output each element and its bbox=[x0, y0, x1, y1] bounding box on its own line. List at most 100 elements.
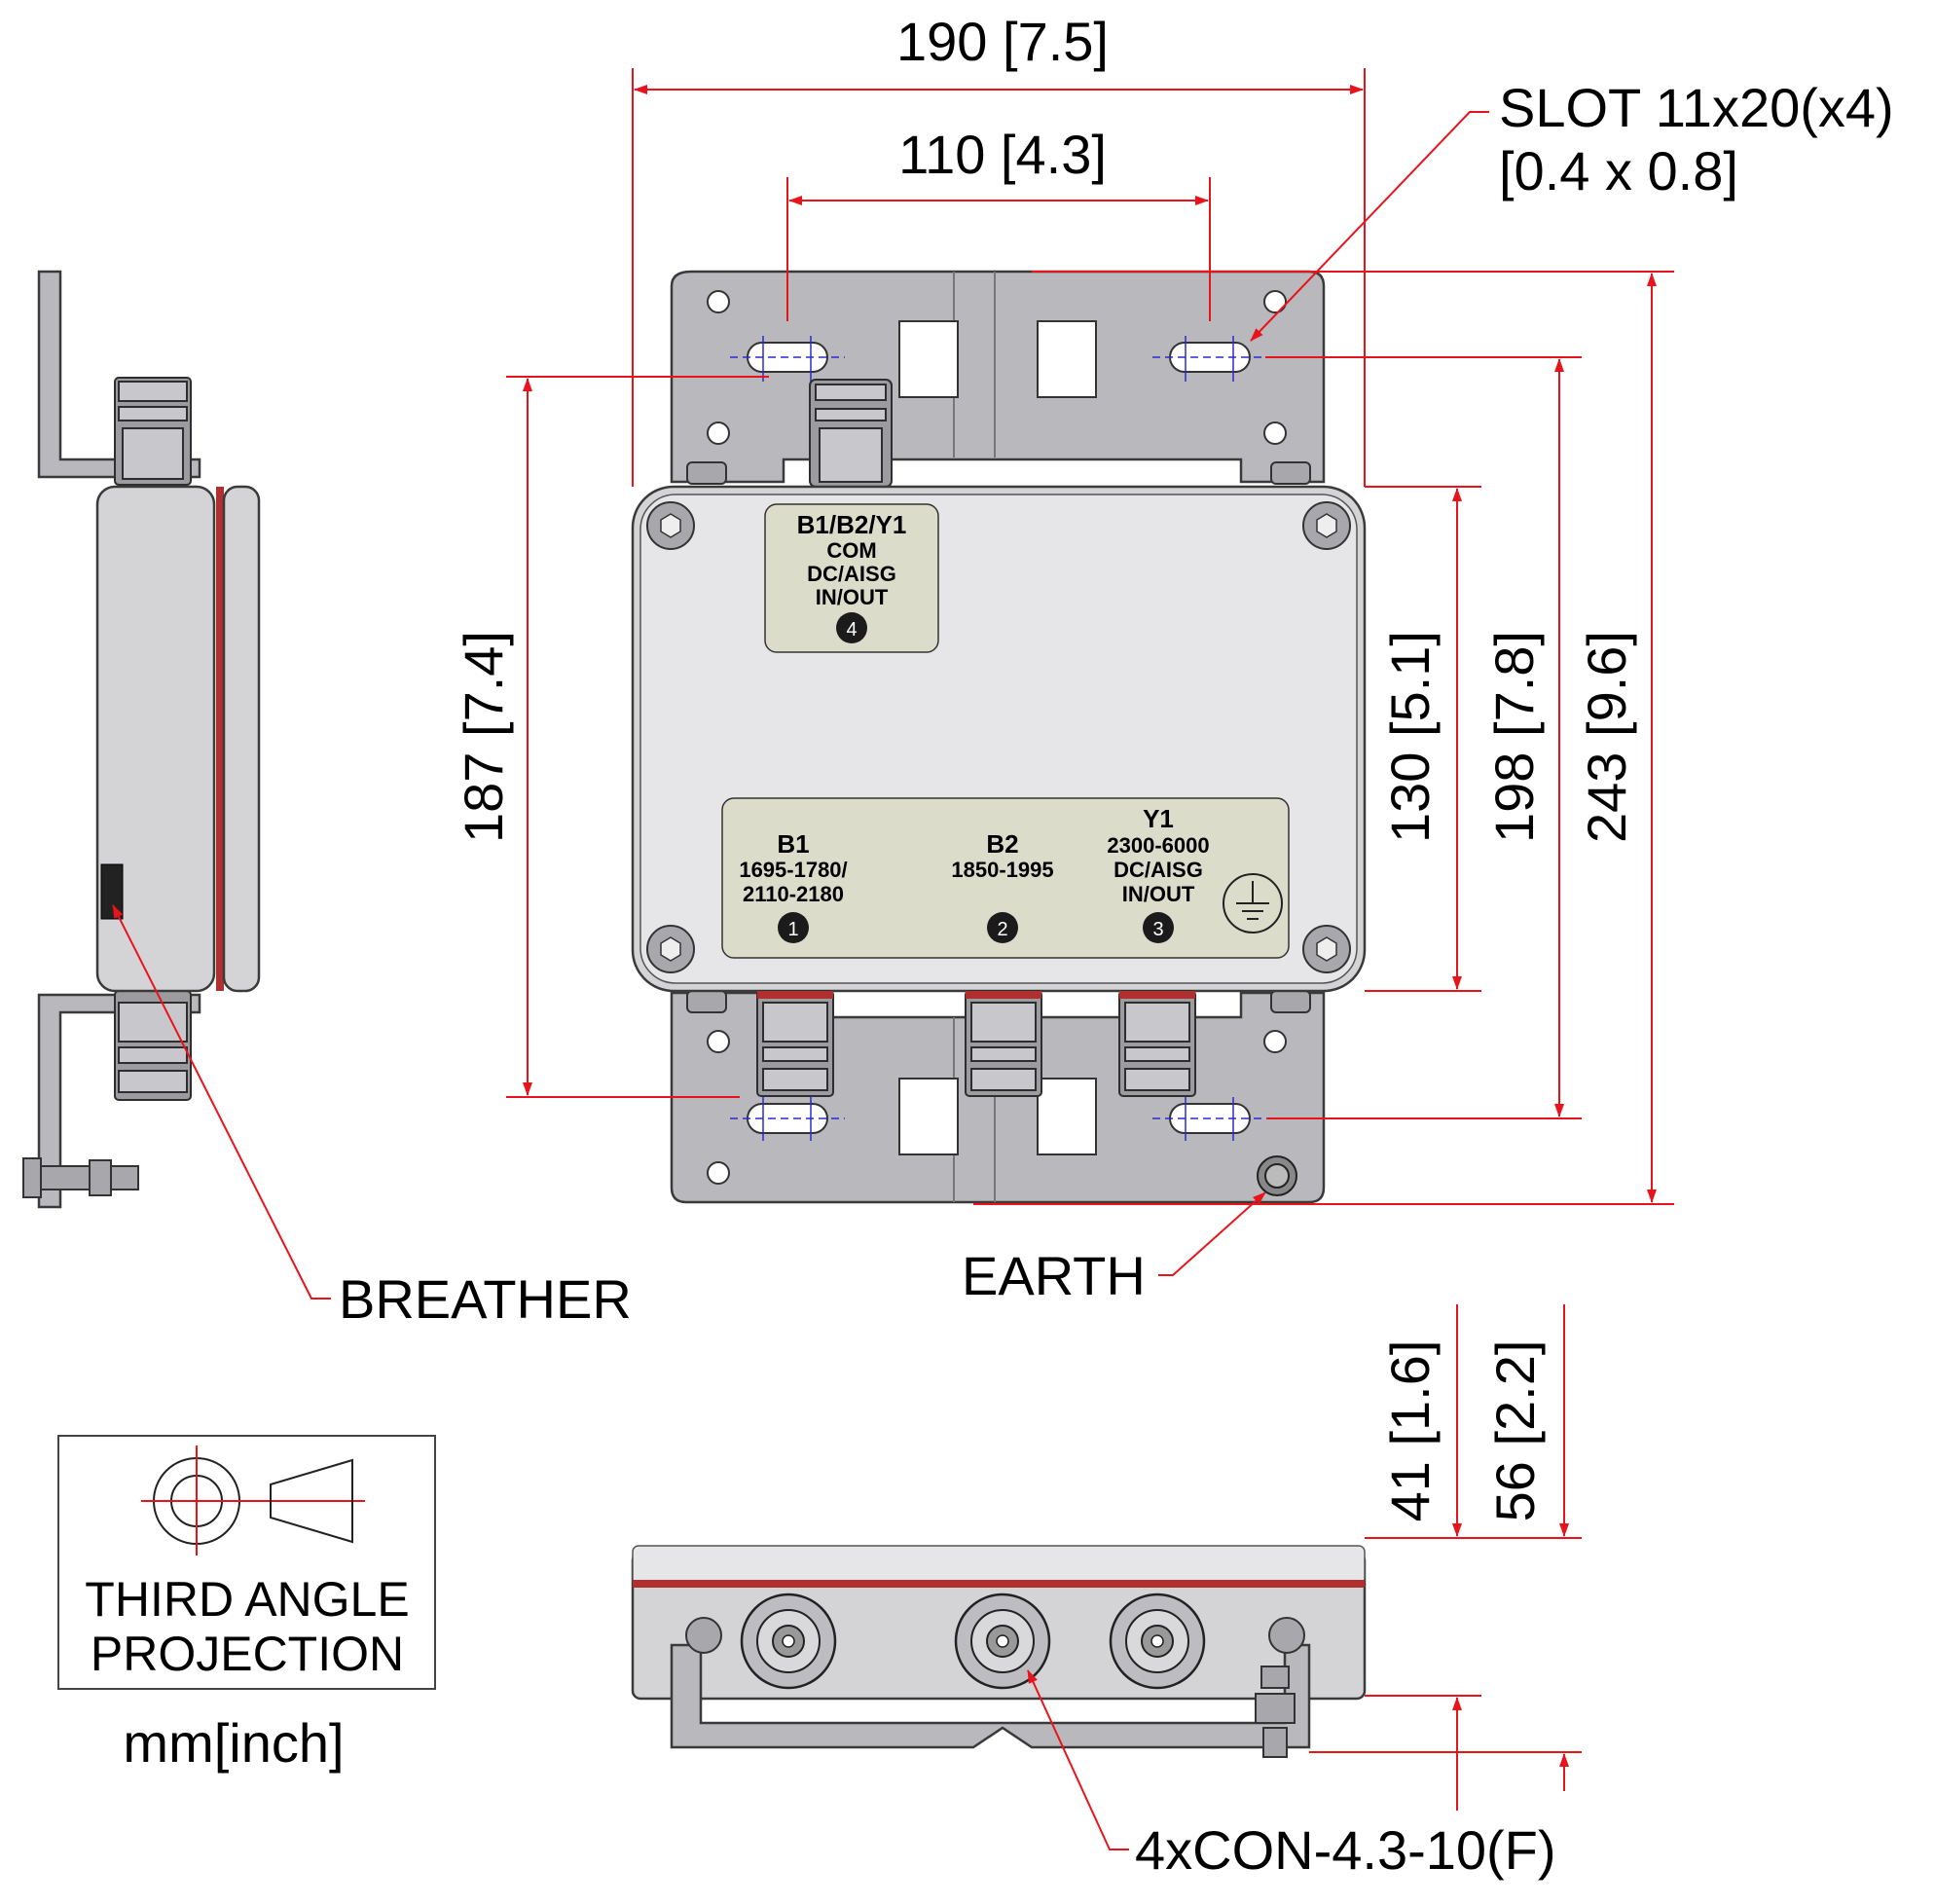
dimension-198: 198 [7.8] bbox=[1265, 356, 1582, 1119]
bottom-seal bbox=[633, 1580, 1365, 1588]
port-y1-number: 3 bbox=[1152, 919, 1163, 940]
side-connector-top bbox=[114, 377, 192, 486]
bottom-connector-face bbox=[1109, 1593, 1206, 1690]
dim-overall-width: 190 [7.5] bbox=[896, 11, 1109, 72]
side-bracket-top bbox=[37, 270, 201, 479]
bracket-cutout bbox=[898, 320, 959, 398]
bottom-bracket-profile bbox=[670, 1643, 1311, 1749]
projection-line2: PROJECTION bbox=[91, 1627, 404, 1681]
dimension-243: 243 [9.6] bbox=[973, 271, 1674, 1205]
bracket-bolt bbox=[1270, 461, 1311, 485]
bracket-hole bbox=[707, 1161, 730, 1185]
side-seal bbox=[216, 487, 224, 991]
com-label-line2: COM bbox=[826, 538, 876, 563]
com-label-line3: DC/AISG bbox=[807, 562, 896, 586]
projection-line1: THIRD ANGLE bbox=[85, 1572, 409, 1627]
bracket-cutout bbox=[1037, 320, 1097, 398]
corner-screw bbox=[646, 501, 695, 550]
bracket-bolt bbox=[686, 990, 727, 1013]
connector-callout-label: 4xCON-4.3-10(F) bbox=[1135, 1819, 1556, 1881]
earth-stud bbox=[1257, 1155, 1297, 1196]
corner-screw bbox=[646, 925, 695, 973]
port-connector bbox=[965, 990, 1042, 1097]
earth-callout: EARTH bbox=[962, 1191, 1266, 1306]
port-b1-name: B1 bbox=[777, 829, 809, 859]
bracket-hole bbox=[1263, 290, 1287, 313]
dim-overall-height: 243 [9.6] bbox=[1576, 631, 1637, 843]
port-y1-extra1: DC/AISG bbox=[1114, 858, 1203, 882]
third-angle-projection-icon bbox=[141, 1446, 365, 1556]
dim-box-height: 130 [5.1] bbox=[1379, 631, 1441, 843]
bracket-hole bbox=[1263, 421, 1287, 445]
dim-slot-spacing: 110 [4.3] bbox=[898, 124, 1107, 185]
com-label-line1: B1/B2/Y1 bbox=[797, 510, 907, 539]
projection-box: THIRD ANGLE PROJECTION bbox=[57, 1435, 436, 1690]
top-bracket bbox=[670, 270, 1326, 484]
com-label-line4: IN/OUT bbox=[816, 585, 889, 609]
bracket-cutout bbox=[898, 1078, 959, 1155]
dimension-187: 187 [7.4] bbox=[453, 376, 769, 1098]
corner-screw bbox=[1302, 925, 1351, 973]
breather-callout-label: BREATHER bbox=[339, 1268, 632, 1330]
port-b1-number: 1 bbox=[787, 919, 798, 940]
dimension-41: 41 [1.6] bbox=[1365, 1304, 1481, 1811]
port-y1-freq1: 2300-6000 bbox=[1107, 833, 1209, 858]
side-lid bbox=[222, 485, 261, 993]
side-view bbox=[22, 270, 261, 1209]
bottom-lid bbox=[632, 1545, 1366, 1586]
port-b1-freq2: 2110-2180 bbox=[743, 882, 844, 906]
slot bbox=[1152, 336, 1267, 382]
port-b2-freq1: 1850-1995 bbox=[951, 858, 1053, 882]
bottom-screw bbox=[685, 1617, 722, 1654]
connector-callout: 4xCON-4.3-10(F) bbox=[1027, 1669, 1556, 1881]
breather-callout: BREATHER bbox=[112, 904, 632, 1330]
side-earth-bolt bbox=[22, 1157, 139, 1198]
bracket-bolt bbox=[686, 461, 727, 485]
dimension-190: 190 [7.5] bbox=[632, 11, 1366, 487]
earth-ground-icon bbox=[1223, 873, 1283, 934]
dimension-130: 130 [5.1] bbox=[1365, 486, 1481, 992]
breather-vent bbox=[100, 863, 124, 920]
bracket-hole bbox=[1263, 1030, 1287, 1053]
port-y1-name: Y1 bbox=[1143, 804, 1174, 833]
port-number-badge bbox=[1143, 912, 1174, 943]
side-connector-bottom bbox=[114, 990, 192, 1101]
bracket-hole bbox=[707, 421, 730, 445]
front-view: B1/B2/Y1 COM DC/AISG IN/OUT 4 B1 1695-17… bbox=[631, 270, 1367, 1204]
port-connector bbox=[756, 990, 834, 1097]
slot-callout-line1: SLOT 11x20(x4) bbox=[1499, 77, 1894, 138]
port-y1-extra2: IN/OUT bbox=[1122, 882, 1195, 906]
slot bbox=[1152, 1097, 1267, 1141]
slot-callout: SLOT 11x20(x4) [0.4 x 0.8] bbox=[1250, 77, 1894, 342]
bracket-hole bbox=[707, 290, 730, 313]
dim-slot-vertical: 187 [7.4] bbox=[453, 631, 514, 843]
units-label: mm[inch] bbox=[123, 1712, 344, 1774]
dim-overall-depth: 56 [2.2] bbox=[1484, 1340, 1546, 1522]
corner-screw bbox=[1302, 501, 1351, 550]
dim-box-with-connectors: 198 [7.8] bbox=[1483, 631, 1545, 843]
bottom-screw bbox=[1268, 1617, 1305, 1654]
com-connector bbox=[809, 379, 893, 488]
bracket-cutout bbox=[1037, 1078, 1097, 1155]
port-b2-number: 2 bbox=[997, 919, 1007, 940]
bracket-hole bbox=[707, 1030, 730, 1053]
port-b2-name: B2 bbox=[986, 829, 1018, 859]
bottom-connector-face bbox=[954, 1593, 1051, 1690]
dimension-56: 56 [2.2] bbox=[1309, 1304, 1582, 1791]
dim-box-depth: 41 [1.6] bbox=[1379, 1340, 1441, 1522]
port-number-badge bbox=[836, 612, 867, 643]
earth-callout-label: EARTH bbox=[962, 1245, 1146, 1306]
bottom-earth-bolt bbox=[1255, 1666, 1296, 1758]
port-connector bbox=[1118, 990, 1196, 1097]
bottom-connector-face bbox=[740, 1593, 837, 1690]
slot bbox=[730, 336, 845, 382]
dimension-110: 110 [4.3] bbox=[786, 124, 1211, 321]
port-number-badge bbox=[987, 912, 1018, 943]
ports-label: B1 1695-1780/ 2110-2180 1 B2 1850-1995 2… bbox=[721, 797, 1290, 959]
port-number: 4 bbox=[846, 619, 857, 641]
bottom-view bbox=[631, 1545, 1367, 1758]
slot-callout-line2: [0.4 x 0.8] bbox=[1499, 140, 1738, 201]
port-b1-freq1: 1695-1780/ bbox=[739, 858, 847, 882]
port-number-badge bbox=[778, 912, 809, 943]
